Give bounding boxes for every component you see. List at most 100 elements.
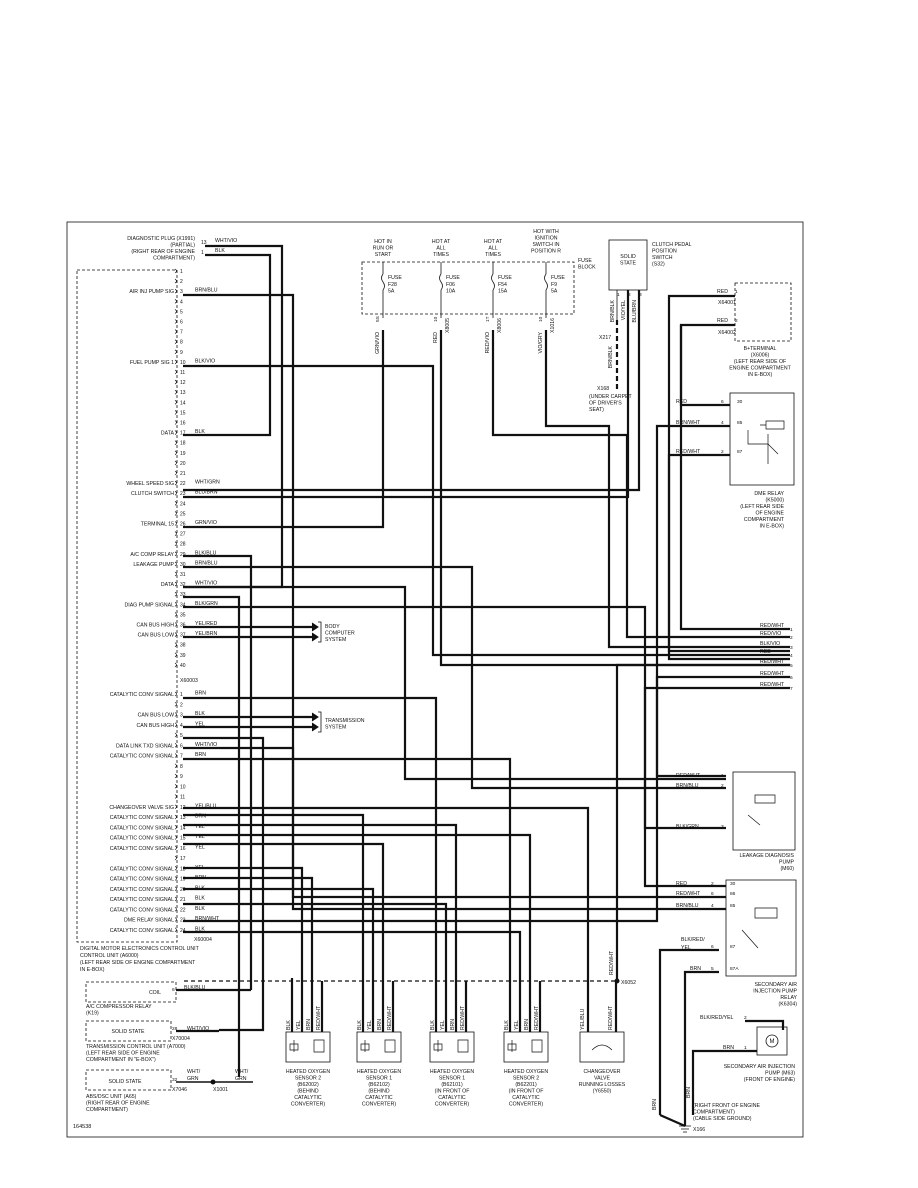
pin-arc	[174, 268, 177, 274]
pin-arc	[174, 501, 177, 506]
body-computer-label: SYSTEM	[325, 637, 346, 643]
wire-color-label: RED/WHT	[534, 1005, 540, 1030]
pin-arc	[174, 359, 177, 365]
fuse-hot-label: SWITCH IN	[532, 242, 559, 248]
wire-color-label: WHT/VIO	[195, 581, 217, 587]
ground-id: X166	[693, 1127, 705, 1133]
bus-number: 6	[790, 675, 793, 681]
wire-color-label: BLK/VIO	[195, 358, 215, 364]
wire-f06-red	[439, 330, 790, 667]
relay-terminal: 87A	[730, 966, 739, 972]
bplus-connector: X64001	[718, 300, 736, 306]
wire-color-label: VIO/YEL	[621, 300, 627, 320]
fuse-label: F9	[551, 282, 557, 288]
tcu-box	[85, 1020, 172, 1042]
fuse-label: FUSE	[446, 275, 460, 281]
wire-color-label: RED/WHT	[760, 659, 785, 665]
wire-color-label: RED/WHT	[676, 449, 701, 455]
ecu-pin-number: 17	[180, 856, 186, 862]
oxygen-sensor-box	[429, 1031, 475, 1063]
pin-arc	[174, 339, 177, 344]
ecu-pin-number: 37	[180, 633, 186, 639]
wire-color-label: BRN/BLU	[676, 783, 699, 789]
fuse-hot-label: RUN OR	[373, 246, 394, 252]
wire-color-label: BLK/VIO	[760, 641, 780, 647]
ecu-pin-number: 2	[180, 279, 183, 285]
pin-arc	[174, 480, 177, 486]
wire-color-label: RED/WHT	[460, 1005, 466, 1030]
wire-color-label: BRN	[524, 1019, 530, 1030]
ecu-pin-label: DME RELAY SIGNAL	[124, 918, 174, 924]
fuse-connector: X8005	[445, 318, 451, 333]
dme-relay-label: OF ENGINE	[755, 511, 784, 517]
wire-color-label: WHT/VIO	[187, 1026, 209, 1032]
ecu-pin-label: CHANGEOVER VALVE SIG	[109, 805, 174, 811]
ecu-pin-number: 13	[180, 815, 186, 821]
leak-pump-label: LEAKAGE DIAGNOSIS	[740, 853, 795, 859]
wire-s4-blk	[183, 930, 522, 1032]
air-relay-internals	[741, 907, 778, 949]
oxygen-sensor-box	[356, 1031, 402, 1063]
ecu-pin-label: LEAKAGE PUMP	[133, 562, 174, 568]
clutch-switch-label: SWITCH	[652, 255, 673, 261]
dme-relay-label: DME RELAY	[754, 491, 784, 497]
wire-color-label: VIO/GRY	[538, 331, 544, 353]
pin: 3	[721, 824, 724, 830]
ecu-pin-number: 1	[180, 269, 183, 275]
ecu-pin-label: CATALYTIC CONV SIGNAL	[110, 815, 174, 821]
pin: 1	[744, 1045, 747, 1051]
ecu-pin-number: 21	[180, 471, 186, 477]
ecu-pin-number: 25	[180, 511, 186, 517]
wire-color-label: GRN/VIO	[195, 520, 217, 526]
ecu-pin-label: DATA	[161, 582, 175, 588]
oxygen-sensor-box	[285, 1031, 331, 1063]
ecu-pin-label: CAN BUS HIGH	[137, 723, 175, 729]
pin-arc	[174, 712, 177, 717]
ecu-pin-number: 8	[180, 764, 183, 770]
fuse-block-outline	[361, 261, 575, 315]
ecu-pin-label: TERMINAL 15	[141, 522, 174, 528]
sensor-label: (BEHIND	[297, 1089, 319, 1095]
clutch-switch-label: (S32)	[652, 262, 665, 268]
body-computer-label: BODY	[325, 624, 340, 630]
wire-color-label: BLK	[504, 1020, 510, 1030]
dme-relay-coil	[760, 420, 785, 430]
air-pump-label: SECONDARY AIR INJECTION	[724, 1064, 796, 1070]
pin-arc	[174, 369, 177, 375]
ecu-pin-number: 33	[180, 592, 186, 598]
wire-s2-brn	[183, 813, 365, 1032]
ecu-pin-label: CATALYTIC CONV SIGNAL	[110, 754, 174, 760]
clutch-ground-label: SEAT)	[589, 407, 604, 413]
wire-s3-yel	[183, 823, 458, 1032]
pin-arc	[174, 652, 177, 658]
pin-arc	[174, 379, 177, 385]
ground-label: (CABLE SIDE GROUND)	[693, 1116, 752, 1122]
bplus-box	[734, 282, 792, 342]
wire-color-label: BLK/BLU	[184, 985, 206, 991]
pin-arc	[174, 420, 177, 425]
abs-splice: X1001	[213, 1087, 228, 1093]
pin-arc	[174, 561, 177, 567]
wire-ac-relay	[183, 554, 253, 990]
wire-color-label: YEL	[195, 844, 205, 850]
pin-arc	[174, 470, 177, 476]
pin-arc	[174, 278, 177, 284]
ecu-pin-number: 18	[180, 866, 186, 872]
ecu-pin-label: DATA LINK TXD SIGNAL	[116, 743, 174, 749]
ecu-pin-label: CATALYTIC CONV SIGNAL	[110, 866, 174, 872]
ecu-pin-number: 31	[180, 572, 186, 578]
diag-plug-label: COMPARTMENT)	[153, 256, 195, 262]
wire-bus-1	[679, 325, 790, 631]
pin-arc	[174, 814, 177, 820]
pin-arc	[174, 763, 177, 769]
wire-leak-diag	[183, 605, 726, 830]
tcu-connector: X70004	[172, 1036, 190, 1042]
ecu-pin-number: 16	[180, 846, 186, 852]
ecu-pin-number: 10	[180, 784, 186, 790]
ecu-pin-number: 40	[180, 663, 186, 669]
tcu-label: TRANSMISSION CONTROL UNIT (A7000)	[86, 1044, 186, 1050]
ecu-pin-number: 24	[180, 501, 186, 507]
pin-arc	[174, 460, 177, 466]
wire-color-label: BLK	[286, 1020, 292, 1030]
